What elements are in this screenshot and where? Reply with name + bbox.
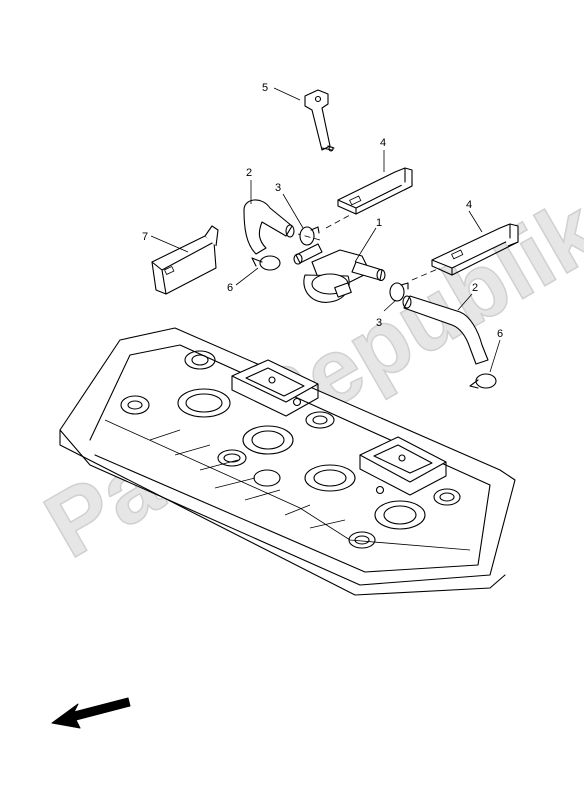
hose-right[interactable] [402,295,489,365]
air-induction-valve[interactable] [293,243,386,303]
bracket[interactable] [304,89,335,152]
callout-2-right: 2 [472,282,478,294]
callout-2-upper: 2 [246,167,252,179]
clamp-lower[interactable] [389,282,409,302]
callout-4-right: 4 [466,199,472,211]
clamp-upper[interactable] [299,226,320,246]
callout-3-upper: 3 [275,182,281,194]
callout-5: 5 [262,82,268,94]
cylinder-head-cover[interactable] [59,327,516,596]
clip-left[interactable] [251,255,281,271]
plate-upper[interactable] [337,167,413,215]
callout-4-upper: 4 [380,137,386,149]
callout-3-lower: 3 [376,317,382,329]
clip-right[interactable] [469,373,497,389]
callout-1: 1 [376,217,382,229]
front-direction-arrow-icon [51,697,131,729]
plate-right[interactable] [431,223,519,276]
callout-6-right: 6 [497,328,503,340]
plate-left[interactable] [151,225,219,295]
hose-left[interactable] [243,199,295,255]
callout-6-left: 6 [227,282,233,294]
callout-7: 7 [142,231,148,243]
